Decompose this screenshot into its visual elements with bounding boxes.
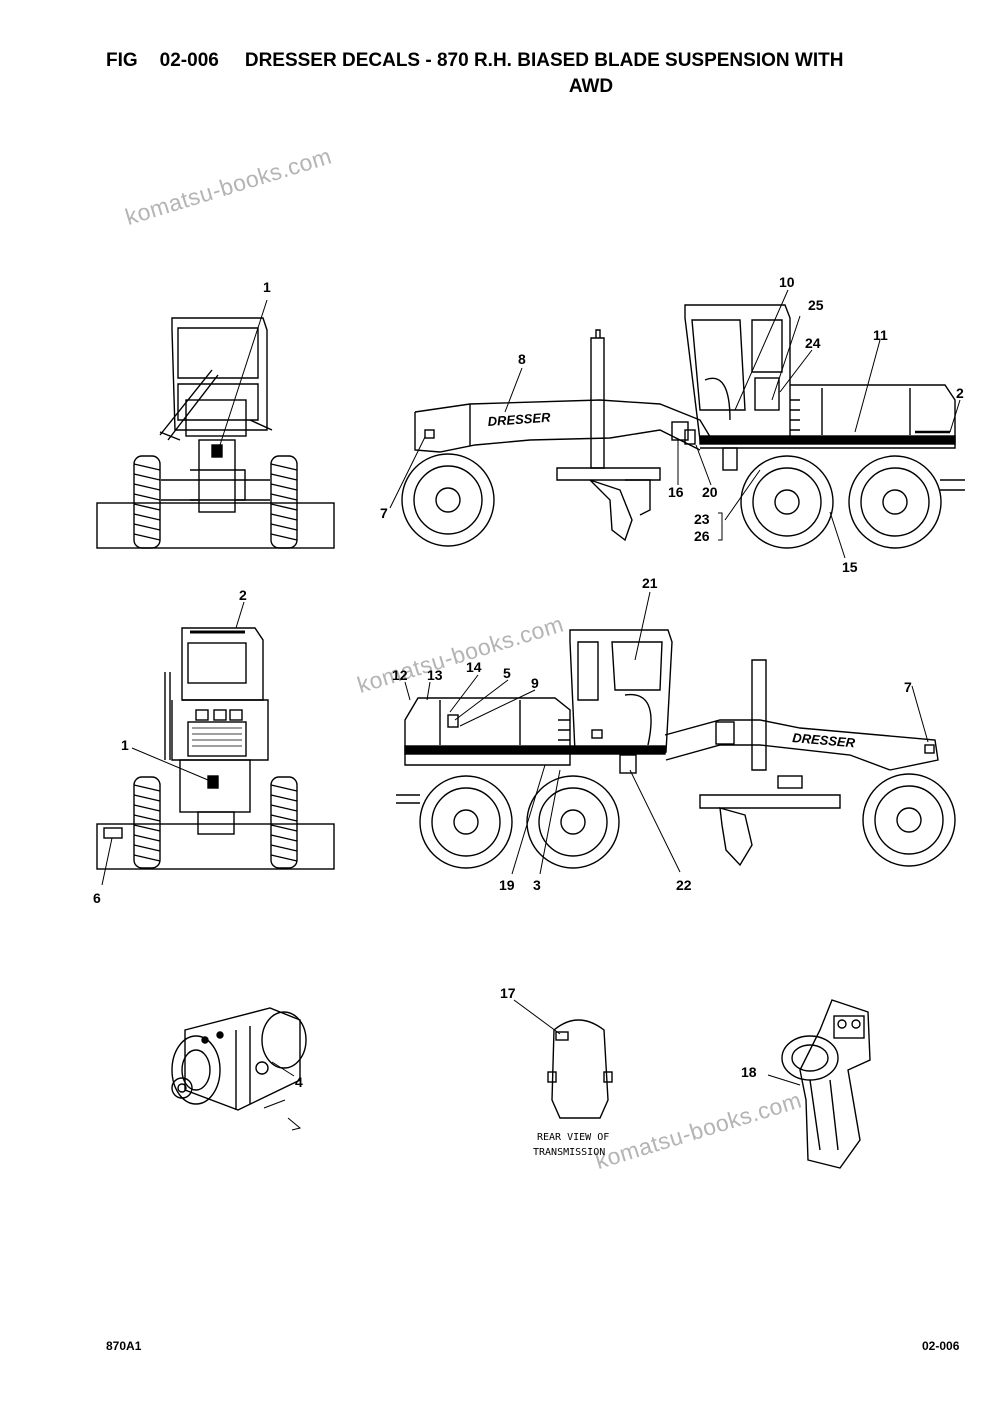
- callout-side-r-15: 15: [842, 559, 858, 575]
- callout-side-r-26: 26: [694, 528, 710, 544]
- side-left-rear-tire-2: [526, 775, 620, 869]
- rear-tire-right: [270, 776, 298, 869]
- callout-side-r-20: 20: [702, 484, 718, 500]
- brand-decal-right: DRESSER: [487, 410, 551, 429]
- callout-side-r-8: 8: [518, 351, 526, 367]
- footer-page: 02-006: [922, 1339, 960, 1353]
- callout-side-r-2: 2: [956, 385, 964, 401]
- callout-side-l-7: 7: [904, 679, 912, 695]
- transmission-caption-1: REAR VIEW OF: [537, 1132, 609, 1143]
- front-view: 1: [96, 279, 335, 549]
- front-tire-left: [133, 455, 161, 549]
- transmission-caption-2: TRANSMISSION: [533, 1147, 605, 1158]
- callout-side-r-16: 16: [668, 484, 684, 500]
- callout-side-l-3: 3: [533, 877, 541, 893]
- callout-side-r-24: 24: [805, 335, 821, 351]
- callout-side-r-23: 23: [694, 511, 710, 527]
- fig-number: 02-006: [159, 50, 219, 71]
- rear-tire-left: [133, 776, 161, 869]
- callout-side-l-12: 12: [392, 667, 408, 683]
- callout-side-l-21: 21: [642, 575, 658, 591]
- callout-detail-17: 17: [500, 985, 516, 1001]
- callout-rear-2: 2: [239, 587, 247, 603]
- callout-detail-4: 4: [295, 1074, 303, 1090]
- side-left-front-tire: [862, 773, 956, 867]
- fig-label: FIG: [106, 50, 138, 71]
- front-tire-right: [270, 455, 298, 549]
- callout-side-r-10: 10: [779, 274, 795, 290]
- rear-view: 2 1 6: [93, 587, 335, 906]
- side-view-right: DRESSER: [380, 274, 965, 575]
- side-right-front-tire: [401, 453, 495, 547]
- callout-side-l-13: 13: [427, 667, 443, 683]
- callout-detail-18: 18: [741, 1064, 757, 1080]
- detail-motor: 4: [171, 1007, 307, 1131]
- callout-side-l-22: 22: [676, 877, 692, 893]
- detail-steering-column: 18: [741, 999, 871, 1169]
- callout-rear-6: 6: [93, 890, 101, 906]
- title-line-2: AWD: [568, 76, 614, 97]
- callout-side-l-14: 14: [466, 659, 482, 675]
- callout-side-l-9: 9: [531, 675, 539, 691]
- callout-side-r-11: 11: [873, 327, 888, 343]
- callout-side-r-25: 25: [808, 297, 824, 313]
- figure-title: FIG 02-006 DRESSER DECALS - 870 R.H. BIASE…: [106, 48, 956, 100]
- side-left-rear-tire-1: [419, 775, 513, 869]
- side-right-rear-tire-2: [848, 455, 942, 549]
- callout-side-r-7: 7: [380, 505, 388, 521]
- title-line-1: DRESSER DECALS - 870 R.H. BIASED BLADE S…: [244, 50, 844, 71]
- detail-transmission: 17 REAR VIEW OF TRANSMISSION: [500, 985, 613, 1158]
- callout-side-l-19: 19: [499, 877, 515, 893]
- callout-rear-1: 1: [121, 737, 129, 753]
- callout-side-l-5: 5: [503, 665, 511, 681]
- side-view-left: DRESSER 21 12 13 14 5 9: [392, 575, 956, 893]
- callout-front-1: 1: [263, 279, 271, 295]
- brand-decal-left: DRESSER: [792, 730, 857, 750]
- footer-model: 870A1: [106, 1339, 142, 1353]
- side-right-rear-tire-1: [740, 455, 834, 549]
